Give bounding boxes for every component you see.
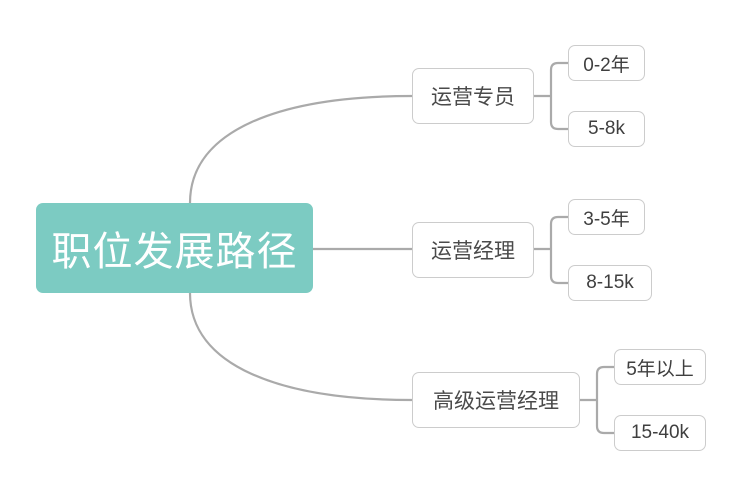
branch-node-3[interactable]: 高级运营经理 [412, 372, 580, 428]
leaf-node-1-salary[interactable]: 5-8k [568, 111, 645, 147]
leaf-node-3-experience-label: 5年以上 [626, 358, 694, 380]
root-node-label: 职位发展路径 [51, 230, 298, 274]
branch-node-3-label: 高级运营经理 [433, 390, 559, 413]
connector-root-to-branch-3 [188, 291, 414, 402]
leaf-node-2-experience[interactable]: 3-5年 [568, 199, 645, 235]
branch-node-2[interactable]: 运营经理 [412, 222, 534, 278]
connector-branch-2-bracket [549, 215, 570, 285]
connector-root-to-branch-1 [188, 94, 414, 205]
connector-branch-1-bracket [549, 61, 570, 131]
branch-node-2-label: 运营经理 [431, 240, 515, 263]
leaf-node-1-experience[interactable]: 0-2年 [568, 45, 645, 81]
leaf-node-3-salary[interactable]: 15-40k [614, 415, 706, 451]
leaf-node-1-salary-label: 5-8k [588, 118, 625, 139]
leaf-node-2-experience-label: 3-5年 [583, 208, 630, 230]
leaf-node-3-salary-label: 15-40k [630, 422, 690, 443]
connector-branch-3-bracket [595, 365, 616, 435]
root-node[interactable]: 职位发展路径 [36, 203, 313, 293]
leaf-node-1-experience-label: 0-2年 [583, 54, 630, 76]
leaf-node-2-salary[interactable]: 8-15k [568, 265, 652, 301]
leaf-node-3-experience[interactable]: 5年以上 [614, 349, 706, 385]
branch-node-1[interactable]: 运营专员 [412, 68, 534, 124]
leaf-node-2-salary-label: 8-15k [586, 272, 634, 293]
branch-node-1-label: 运营专员 [431, 86, 515, 109]
